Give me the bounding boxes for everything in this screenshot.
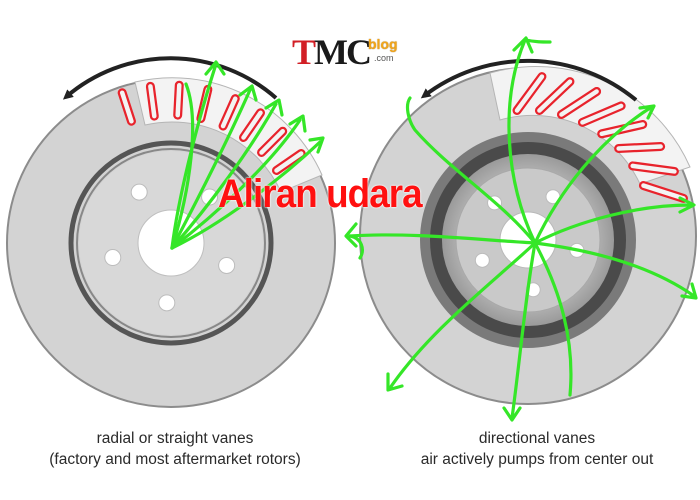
cooling-vane-gap [537, 79, 573, 113]
right-airflow-arrow [533, 241, 573, 397]
cooling-vane-gap [119, 90, 134, 124]
right-airflow-arrow [533, 241, 698, 300]
lug-hole [104, 249, 122, 267]
left-rotor-hat-ring-inner [76, 148, 266, 338]
right-airflow-arrow [386, 241, 537, 392]
logo-t: T [292, 32, 316, 72]
right-airflow-arrow [405, 96, 537, 245]
left-rotation-arrow [62, 56, 278, 100]
left-rotor-lug-holes [104, 183, 236, 312]
right-caption-line1: directional vanes [478, 430, 596, 447]
logo-mc: MC [314, 32, 372, 72]
left-caption-line2: (factory and most aftermarket rotors) [49, 451, 301, 468]
cooling-vane-gap [175, 82, 182, 118]
right-airflow-arrow [348, 234, 364, 260]
right-airflow-arrow [502, 241, 537, 422]
left-airflow-arrow [170, 114, 307, 250]
right-caption-line2: air actively pumps from center out [420, 451, 654, 468]
right-rotor-cutaway [489, 66, 691, 185]
right-rotor-vanes [512, 72, 689, 203]
left-airflow-arrow [170, 84, 258, 250]
lug-hole [474, 252, 490, 268]
right-airflow-arrow [344, 222, 537, 248]
right-airflow-arrow [533, 104, 656, 245]
cooling-vane-gap [580, 103, 624, 125]
logo-blog: blog [368, 36, 398, 52]
left-rotor-caption: radial or straight vanes (factory and mo… [0, 428, 350, 470]
left-airflow-arrow [170, 60, 226, 250]
cooling-vane-gap [274, 151, 304, 173]
cooling-vane-gap [559, 89, 599, 117]
lug-hole [158, 294, 176, 312]
right-airflow-arrows [344, 36, 698, 422]
left-caption-line1: radial or straight vanes [96, 430, 254, 447]
cooling-vane-gap [630, 163, 677, 174]
left-airflow-arrows [170, 60, 325, 250]
cooling-vane-gap [241, 110, 263, 140]
logo-dotcom: .com [374, 53, 394, 63]
right-airflow-arrow [507, 36, 552, 245]
cooling-vane-gap [641, 183, 686, 201]
left-airflow-arrow [170, 82, 195, 250]
left-airflow-arrow [170, 136, 325, 250]
cooling-vane-gap [259, 129, 285, 155]
cooling-vane-gap [220, 96, 238, 129]
cooling-vane-gap [514, 74, 545, 113]
logo-tmc: TMC [292, 32, 372, 72]
right-rotor-caption: directional vanes air actively pumps fro… [372, 428, 700, 470]
left-rotor-center-bore [137, 209, 205, 277]
cooling-vane-gap [148, 84, 157, 119]
airflow-label: Aliran udara [218, 172, 423, 216]
right-rotation-arrow [420, 58, 638, 102]
cooling-vane-gap [616, 144, 663, 151]
lug-hole [218, 256, 236, 274]
lug-hole [130, 183, 148, 201]
left-airflow-arrow [170, 98, 284, 250]
left-rotor [6, 56, 336, 408]
left-rotor-hat-ring [68, 140, 274, 346]
right-airflow-arrow [533, 196, 696, 245]
tmc-blog-logo: TMC blog .com [292, 32, 422, 72]
